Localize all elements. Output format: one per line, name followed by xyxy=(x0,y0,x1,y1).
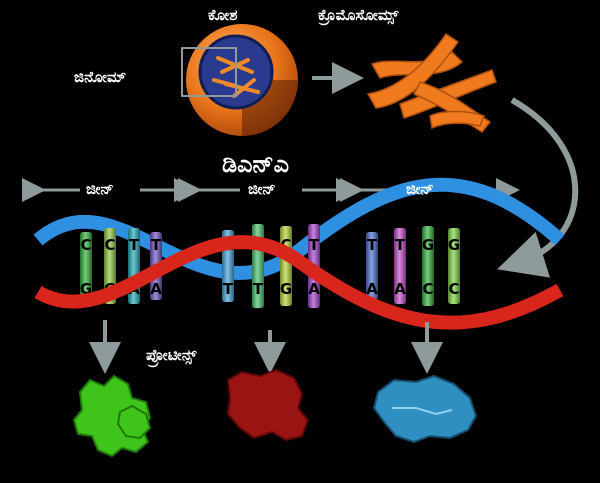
base-pair-bar-shading xyxy=(366,232,378,300)
label-cell: ಕೋಶ xyxy=(208,6,238,24)
base-letter: C xyxy=(104,236,115,254)
label-gene-3: ಜೀನ್ xyxy=(406,180,434,198)
chromosomes-illustration xyxy=(366,32,497,133)
base-letter: A xyxy=(150,280,162,298)
base-letter: C xyxy=(448,280,459,298)
label-proteins: ಪ್ರೋಟೀನ್ಸ್ xyxy=(146,346,197,364)
protein-arrows xyxy=(89,320,443,374)
base-letter: A xyxy=(308,280,320,298)
label-dna: ಡಿಎನ್ಎ xyxy=(222,150,290,178)
protein-red xyxy=(226,368,310,442)
base-letter: G xyxy=(448,236,460,254)
base-letter: G xyxy=(422,236,434,254)
base-letter: C xyxy=(80,236,91,254)
base-pair-bar-shading xyxy=(422,226,434,306)
base-pair-bar-shading xyxy=(394,228,406,304)
base-letter: A xyxy=(394,280,406,298)
base-letter: C xyxy=(422,280,433,298)
helix-red-strand xyxy=(34,235,564,330)
protein-green xyxy=(72,374,152,458)
arrow-chromosomes-to-dna xyxy=(497,97,579,278)
base-pair-bar-shading xyxy=(104,228,116,304)
base-letter: T xyxy=(395,236,406,254)
base-letter: T xyxy=(151,236,162,254)
base-letter: A xyxy=(366,280,378,298)
base-letter: T xyxy=(309,236,320,254)
label-gene-2: ಜೀನ್ xyxy=(248,180,276,198)
label-genome: ಜಿನೋಮ್ xyxy=(74,68,127,86)
base-letter: T xyxy=(367,236,378,254)
label-gene-1: ಜೀನ್ xyxy=(86,180,114,198)
base-pair-bar-shading xyxy=(448,228,460,304)
base-letter: C xyxy=(280,236,291,254)
label-chromosomes: ಕ್ರೊಮೊಸೋಮ್ಸ್ xyxy=(318,6,399,24)
base-letter: G xyxy=(280,280,292,298)
base-pair-bar-shading xyxy=(80,232,92,300)
base-letter: T xyxy=(223,280,234,298)
protein-blue xyxy=(372,374,478,444)
cell-illustration xyxy=(181,24,298,136)
base-letter: T xyxy=(129,236,140,254)
base-letter: T xyxy=(253,280,264,298)
